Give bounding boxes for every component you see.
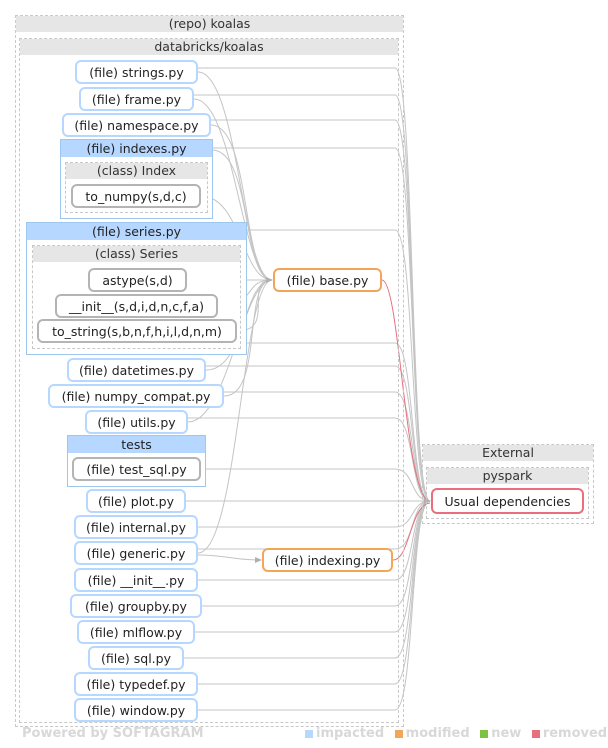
file-groupby[interactable]: (file) groupby.py	[70, 594, 202, 618]
file-internal[interactable]: (file) internal.py	[74, 515, 198, 539]
class-index-group: (class) Index	[65, 162, 208, 213]
legend-swatch-new	[480, 729, 489, 738]
edge-arrow-base	[266, 277, 273, 283]
file-strings[interactable]: (file) strings.py	[75, 60, 198, 84]
pyspark-group: pyspark	[426, 467, 589, 519]
usual-dependencies[interactable]: Usual dependencies	[431, 488, 584, 514]
file-frame[interactable]: (file) frame.py	[79, 87, 194, 111]
legend-item-removed: removed	[531, 726, 607, 741]
class-series-group: (class) Series	[32, 245, 241, 349]
folder-tests-title: tests	[68, 436, 205, 453]
method-astype[interactable]: astype(s,d)	[88, 268, 187, 292]
method-to-string[interactable]: to_string(s,b,n,f,h,i,l,d,n,m)	[37, 319, 237, 343]
edge-arrow-usual	[424, 498, 431, 504]
legend-item-impacted: impacted	[305, 726, 384, 741]
legend-swatch-removed	[531, 729, 540, 738]
file-namespace[interactable]: (file) namespace.py	[62, 113, 211, 137]
file-plot[interactable]: (file) plot.py	[86, 489, 186, 513]
edge-arrow-indexing	[255, 557, 262, 563]
file-window[interactable]: (file) window.py	[74, 698, 198, 722]
legend-item-modified: modified	[394, 726, 470, 741]
edge-to-base	[211, 149, 273, 281]
file-test-sql[interactable]: (file) test_sql.py	[72, 457, 201, 481]
edge-to-base	[197, 71, 273, 281]
file-generic[interactable]: (file) generic.py	[74, 541, 198, 565]
edge-to-base	[197, 279, 273, 554]
edge-to-base	[210, 124, 273, 281]
powered-by: Powered by SOFTAGRAM	[22, 726, 204, 741]
class-index-title: (class) Index	[66, 163, 207, 179]
external-title: External	[423, 445, 593, 461]
repo-group: (repo) koalas	[15, 15, 404, 727]
file-sql[interactable]: (file) sql.py	[88, 646, 184, 670]
project-group: databricks/koalas	[19, 38, 399, 723]
edge-generic-to-indexing	[197, 554, 261, 561]
edge-to-base	[223, 279, 273, 397]
file-typedef[interactable]: (file) typedef.py	[74, 672, 198, 696]
legend-swatch-modified	[394, 729, 403, 738]
file-utils[interactable]: (file) utils.py	[85, 410, 188, 434]
file-series-title: (file) series.py	[27, 223, 246, 240]
project-title: databricks/koalas	[20, 39, 398, 55]
file-indexes-title: (file) indexes.py	[61, 140, 212, 157]
repo-title: (repo) koalas	[16, 16, 403, 32]
file-numpy-compat[interactable]: (file) numpy_compat.py	[48, 384, 224, 408]
pyspark-title: pyspark	[427, 468, 588, 484]
method-init[interactable]: __init__(s,d,i,d,n,c,f,a)	[55, 294, 218, 318]
file-init[interactable]: (file) __init__.py	[74, 568, 198, 592]
file-indexing[interactable]: (file) indexing.py	[262, 548, 393, 572]
external-group: External	[422, 444, 594, 524]
legend: impacted modified new removed	[305, 726, 607, 742]
class-series-title: (class) Series	[33, 246, 240, 262]
edge-indexing-to-usual	[392, 502, 431, 561]
legend-item-new: new	[480, 726, 521, 741]
method-to-numpy[interactable]: to_numpy(s,d,c)	[71, 184, 201, 208]
file-mlflow[interactable]: (file) mlflow.py	[77, 620, 195, 644]
edge-to-usual	[188, 417, 431, 502]
edge-to-usual	[247, 229, 431, 502]
file-datetimes[interactable]: (file) datetimes.py	[67, 358, 206, 382]
legend-swatch-impacted	[305, 729, 313, 738]
file-base[interactable]: (file) base.py	[273, 268, 382, 292]
